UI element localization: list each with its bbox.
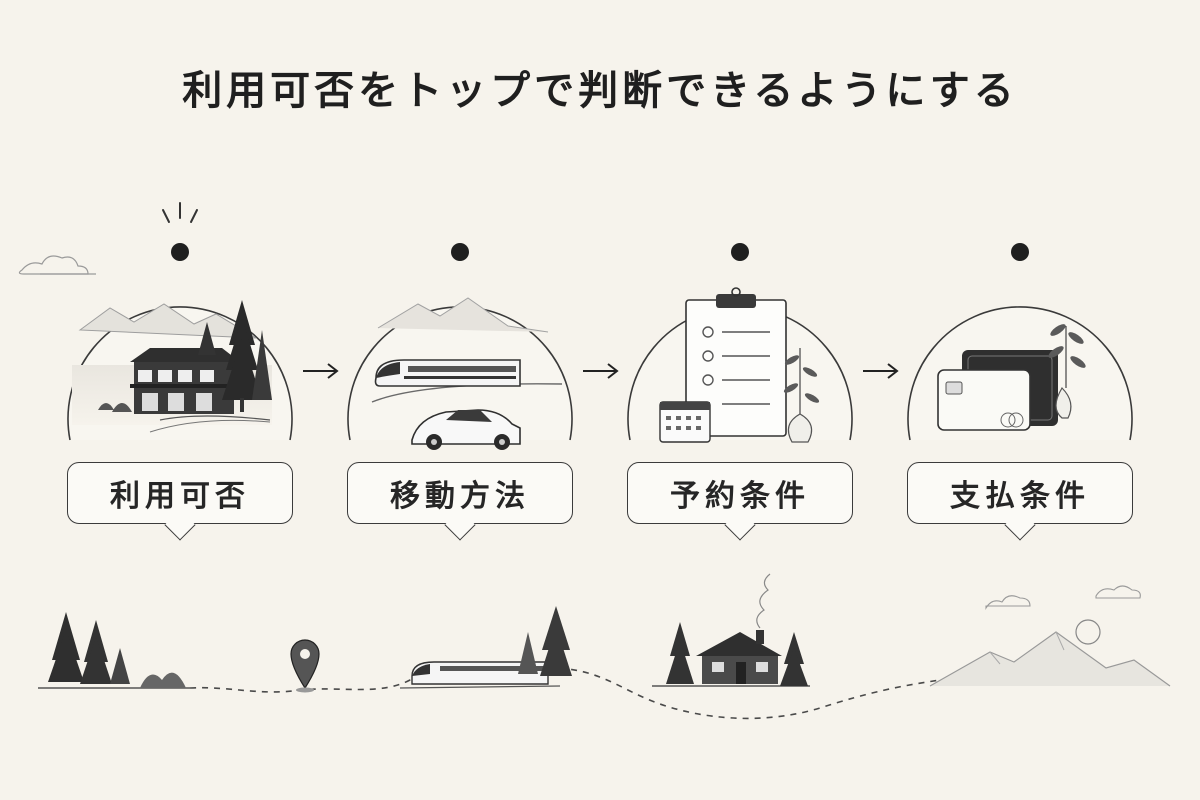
step-1-label-box: 利用可否 xyxy=(67,462,293,541)
cloud-icon xyxy=(18,255,96,275)
wallet-card-icon xyxy=(937,324,1086,431)
sparkle-icon xyxy=(162,202,198,223)
map-pin-icon xyxy=(290,639,320,693)
clipboard-calendar-icon xyxy=(659,287,820,443)
arrow-right-icon xyxy=(583,363,619,379)
train-icon xyxy=(399,606,572,689)
step-1-label: 利用可否 xyxy=(110,479,250,514)
arrow-right-icon xyxy=(863,363,899,379)
arrow-right-icon xyxy=(303,363,339,379)
forest-icon xyxy=(38,612,190,689)
step-4-label: 支払条件 xyxy=(950,479,1090,514)
step-2-label-box: 移動方法 xyxy=(347,462,573,541)
house-icon xyxy=(72,300,272,433)
mountains-icon xyxy=(929,585,1171,687)
train-car-icon xyxy=(371,297,563,450)
step-2-label: 移動方法 xyxy=(390,479,530,514)
step-3-label-box: 予約条件 xyxy=(627,462,853,541)
step-3-label: 予約条件 xyxy=(670,479,810,514)
cabin-icon xyxy=(652,573,810,687)
step-4-label-box: 支払条件 xyxy=(907,462,1133,541)
page-title: 利用可否をトップで判断できるようにする xyxy=(182,67,1018,114)
